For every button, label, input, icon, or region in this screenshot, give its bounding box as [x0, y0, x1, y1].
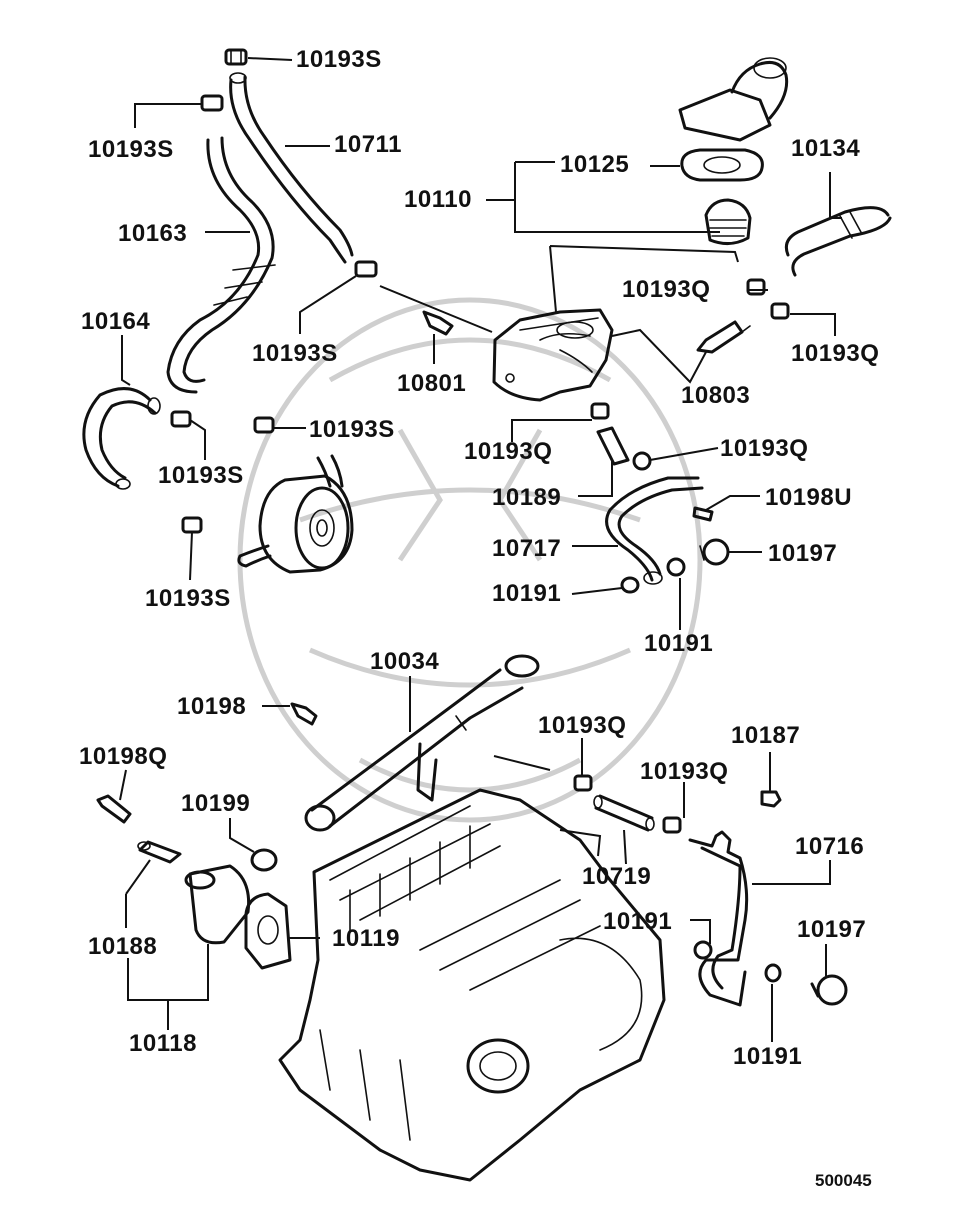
hose-10189	[596, 426, 630, 466]
pipe-10716	[688, 830, 749, 1007]
gasket-10119	[244, 892, 292, 970]
engine-block	[278, 788, 666, 1182]
bolt-10198	[290, 702, 318, 726]
sensor-10801	[422, 310, 454, 336]
label-10193Q-top: 10193Q	[622, 276, 711, 303]
label-10717: 10717	[492, 535, 562, 562]
nut-10187	[760, 790, 782, 808]
label-10193Q-lower: 10193Q	[538, 712, 627, 739]
label-10118: 10118	[129, 1030, 197, 1057]
clamp-10193S-mid	[170, 260, 378, 534]
label-10188: 10188	[88, 933, 158, 960]
clamps-10193Q-lower	[573, 774, 682, 834]
label-10193S-center: 10193S	[252, 340, 338, 367]
pipe-10717	[605, 476, 704, 585]
watermark-emblem	[237, 297, 703, 823]
thermostat-housing	[492, 308, 614, 402]
water-pipe-10034	[304, 654, 540, 832]
water-outlet-fitting	[678, 57, 789, 142]
label-10198Q: 10198Q	[79, 743, 168, 770]
hose-10163	[166, 136, 276, 394]
label-10191-lower-left: 10191	[603, 908, 673, 935]
gasket-10125	[680, 148, 764, 182]
oil-cooler	[237, 454, 354, 574]
label-10198: 10198	[177, 693, 247, 720]
label-10193Q-bottom: 10193Q	[640, 758, 729, 785]
thermostat	[704, 198, 752, 245]
label-10197-upper: 10197	[768, 540, 838, 567]
label-10119: 10119	[332, 925, 400, 952]
gasket-10199	[250, 848, 278, 872]
label-10801: 10801	[397, 370, 467, 397]
clamp-left-10193S	[200, 94, 224, 112]
leader-lines	[119, 57, 842, 1042]
label-10034: 10034	[370, 648, 440, 675]
label-10193Q-mid: 10193Q	[464, 438, 553, 465]
label-10163: 10163	[118, 220, 188, 247]
label-10193S-top: 10193S	[296, 46, 382, 73]
label-10803: 10803	[681, 382, 751, 409]
diagram-reference-number: 500045	[815, 1171, 872, 1190]
label-10191-lower-right: 10191	[733, 1043, 803, 1070]
label-10719: 10719	[582, 863, 652, 890]
clamp-top-10193S	[224, 48, 248, 66]
label-10193Q-right: 10193Q	[791, 340, 880, 367]
label-10193Q-mid-right: 10193Q	[720, 435, 809, 462]
label-10191-upper-left: 10191	[492, 580, 562, 607]
label-10711: 10711	[334, 131, 402, 158]
label-10164: 10164	[81, 308, 151, 335]
label-10193S-left: 10193S	[88, 136, 174, 163]
label-10134: 10134	[791, 135, 861, 162]
plug-10197	[699, 538, 730, 566]
label-10193S-cooler: 10193S	[309, 416, 395, 443]
hose-10719	[593, 794, 655, 832]
sensor-10803	[696, 320, 751, 354]
hose-10711	[229, 72, 354, 264]
bolt-10198Q	[96, 794, 132, 824]
pipe-10188	[137, 840, 182, 864]
label-10193S-lower-left: 10193S	[158, 462, 244, 489]
hose-10134	[784, 206, 892, 277]
label-10110: 10110	[404, 186, 472, 213]
label-10198U: 10198U	[765, 484, 853, 511]
label-10716: 10716	[795, 833, 865, 860]
label-10199: 10199	[181, 790, 251, 817]
washers-10191	[620, 557, 782, 983]
bolt-10198U	[692, 506, 714, 522]
water-inlet-10118	[184, 864, 251, 945]
label-10193S-bottom: 10193S	[145, 585, 231, 612]
plug-10197-lower	[810, 974, 848, 1006]
hose-10164	[82, 387, 161, 490]
label-10187: 10187	[731, 722, 801, 749]
clamps-10193Q	[590, 278, 790, 471]
label-10197-lower: 10197	[797, 916, 867, 943]
label-10189: 10189	[492, 484, 562, 511]
label-10125: 10125	[560, 151, 630, 178]
label-10191-upper-right: 10191	[644, 630, 714, 657]
